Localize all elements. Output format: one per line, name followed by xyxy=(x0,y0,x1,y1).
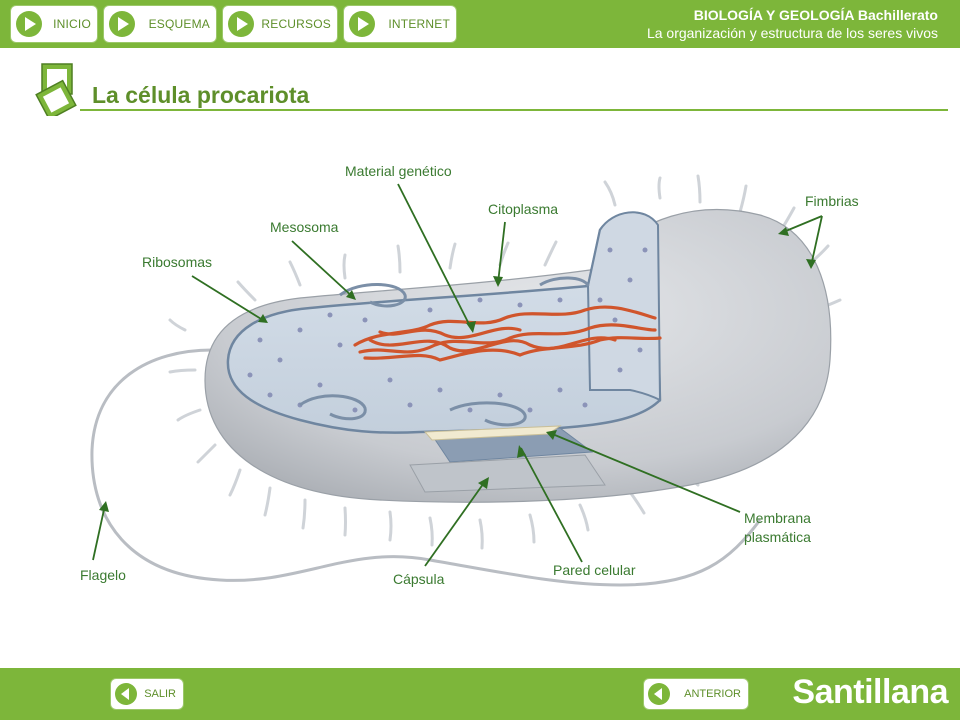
mesosomes-group xyxy=(299,276,590,427)
flagellum xyxy=(90,348,762,587)
ribosomes-group xyxy=(247,247,648,413)
arrow-material-genetico xyxy=(397,183,473,331)
label-fimbrias: Fimbrias xyxy=(805,193,859,209)
play-arrow-icon xyxy=(109,11,135,37)
label-ribosomas: Ribosomas xyxy=(142,254,212,270)
play-arrow-icon xyxy=(228,11,254,37)
label-citoplasma: Citoplasma xyxy=(488,201,558,217)
arrowhead-ribosomas xyxy=(258,314,268,323)
nav-internet-button[interactable]: INTERNET xyxy=(343,5,457,43)
label-membrana-line2: plasmática xyxy=(744,529,811,545)
back-arrow-icon xyxy=(115,683,137,705)
nav-recursos-button[interactable]: RECURSOS xyxy=(222,5,338,43)
course-info: BIOLOGÍA Y GEOLOGÍA Bachillerato La orga… xyxy=(647,7,938,42)
arrow-flagelo xyxy=(92,504,106,561)
arrowhead-mesosoma xyxy=(346,290,356,300)
genetic-material xyxy=(353,305,662,362)
nav-inicio-button[interactable]: INICIO xyxy=(10,5,98,43)
arrow-citoplasma xyxy=(497,221,506,284)
arrowhead-citoplasma xyxy=(493,276,503,287)
nav-esquema-button[interactable]: ESQUEMA xyxy=(103,5,217,43)
arrow-mesosoma xyxy=(291,240,355,299)
anterior-button[interactable]: ANTERIOR xyxy=(643,678,749,710)
arrow-membrana xyxy=(549,432,741,513)
top-nav-bar: INICIO ESQUEMA RECURSOS INTERNET BIOLOGÍ… xyxy=(0,0,960,48)
arrow-fimbrias-2 xyxy=(810,215,823,267)
label-material-genetico: Material genético xyxy=(345,163,452,179)
label-pared-celular: Pared celular xyxy=(553,562,636,578)
nav-esquema-label: ESQUEMA xyxy=(148,17,210,31)
fimbriae-group xyxy=(168,174,842,550)
arrow-pared-celular xyxy=(520,447,583,563)
salir-button[interactable]: SALIR xyxy=(110,678,184,710)
course-subject: BIOLOGÍA Y GEOLOGÍA Bachillerato xyxy=(693,7,938,23)
arrowhead-pared-celular xyxy=(517,445,526,458)
leader-lines xyxy=(92,183,823,567)
arrowhead-flagelo xyxy=(99,501,109,512)
page-title: La célula procariota xyxy=(92,82,310,108)
anterior-label: ANTERIOR xyxy=(684,688,741,700)
bottom-bar: SALIR ANTERIOR Santillana xyxy=(0,668,960,720)
arrowhead-fimbrias-2 xyxy=(806,259,816,269)
play-arrow-icon xyxy=(349,11,375,37)
arrow-ribosomas xyxy=(191,275,267,323)
course-unit: La organización y estructura de los sere… xyxy=(646,25,938,41)
nav-inicio-label: INICIO xyxy=(53,17,91,31)
end-cap-face xyxy=(586,211,662,402)
book-pages-icon xyxy=(35,63,77,116)
arrowhead-fimbrias-1 xyxy=(778,227,789,236)
arrow-capsula xyxy=(424,479,487,567)
santillana-logo: Santillana xyxy=(792,673,948,711)
prokaryotic-cell-diagram: Material genético Citoplasma Fimbrias Me… xyxy=(80,163,859,587)
back-arrow-icon xyxy=(648,683,670,705)
nav-internet-label: INTERNET xyxy=(388,17,450,31)
nav-recursos-label: RECURSOS xyxy=(261,17,331,31)
arrowhead-capsula xyxy=(478,477,489,489)
arrow-fimbrias-1 xyxy=(780,215,823,234)
label-capsula: Cápsula xyxy=(393,571,445,587)
arrowhead-membrana xyxy=(546,430,557,440)
label-flagelo: Flagelo xyxy=(80,567,126,583)
play-arrow-icon xyxy=(16,11,42,37)
label-mesosoma: Mesosoma xyxy=(270,219,339,235)
salir-label: SALIR xyxy=(144,688,176,700)
title-divider xyxy=(80,109,948,111)
label-membrana-line1: Membrana xyxy=(744,510,811,526)
arrowhead-material-genetico xyxy=(466,321,476,333)
